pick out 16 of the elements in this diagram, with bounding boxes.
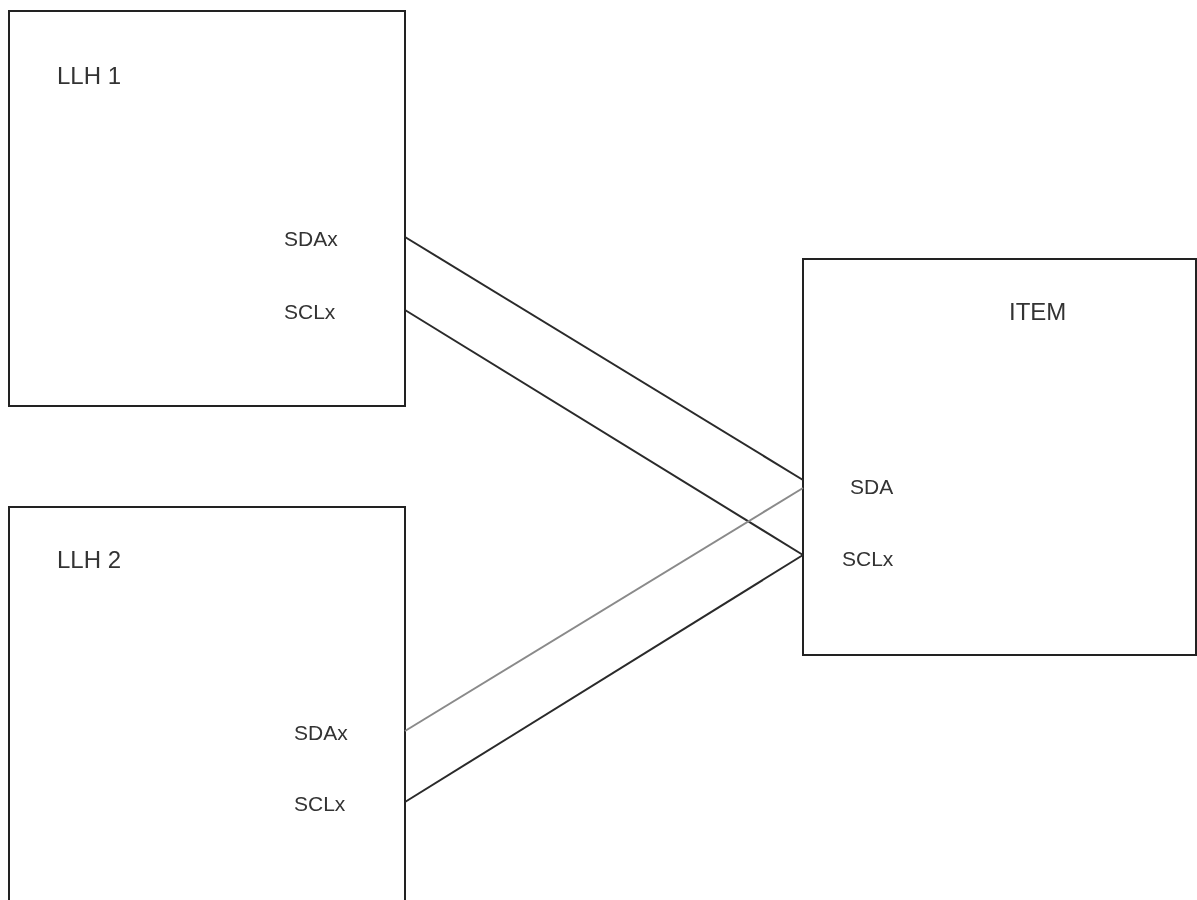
device-box — [8, 10, 406, 407]
wire — [404, 236, 804, 481]
device-box — [8, 506, 406, 900]
pin-label: SDA — [850, 476, 894, 497]
wire — [404, 554, 804, 803]
device-name: LLH 2 — [57, 548, 122, 572]
pin-label: SCLx — [284, 301, 336, 322]
device-name: ITEM — [1009, 300, 1067, 324]
wire — [404, 487, 804, 732]
device-box — [802, 258, 1197, 656]
pin-label: SDAx — [294, 722, 348, 743]
pin-label: SCLx — [842, 548, 894, 569]
device-name: LLH 1 — [57, 64, 122, 88]
pin-label: SDAx — [284, 228, 338, 249]
pin-label: SCLx — [294, 793, 346, 814]
wire — [404, 309, 804, 556]
